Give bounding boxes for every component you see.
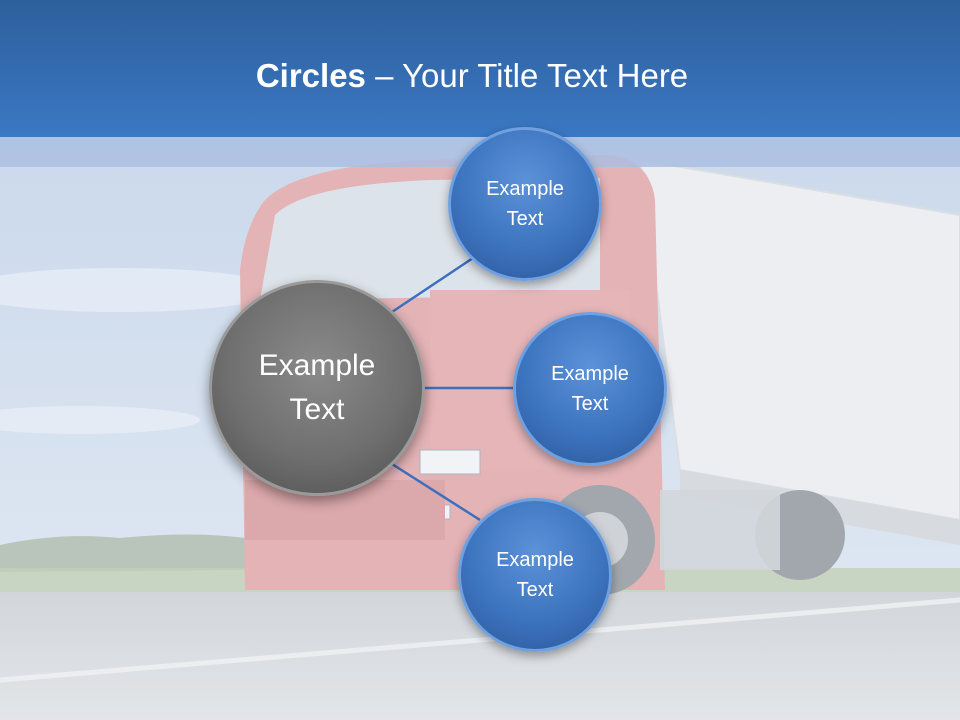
- outer-circle-1[interactable]: Example Text: [448, 127, 602, 281]
- connector-line-1: [391, 254, 477, 314]
- connector-line-3: [391, 462, 481, 522]
- title-bold-text: Circles: [255, 57, 366, 94]
- outer-circle-2-label: Example Text: [551, 363, 629, 415]
- title-rest-text: – Your Title Text Here: [365, 57, 689, 94]
- slide-title[interactable]: Circles – Your Title Text Here: [0, 52, 944, 100]
- outer-circle-3-label: Example Text: [496, 549, 574, 601]
- outer-circle-1-label: Example Text: [486, 178, 564, 230]
- outer-circle-3[interactable]: Example Text: [458, 498, 612, 652]
- center-circle-label: Example Text: [258, 349, 376, 426]
- center-circle[interactable]: Example Text: [209, 280, 425, 496]
- title-bar: [0, 0, 960, 137]
- outer-circle-2[interactable]: Example Text: [513, 312, 667, 466]
